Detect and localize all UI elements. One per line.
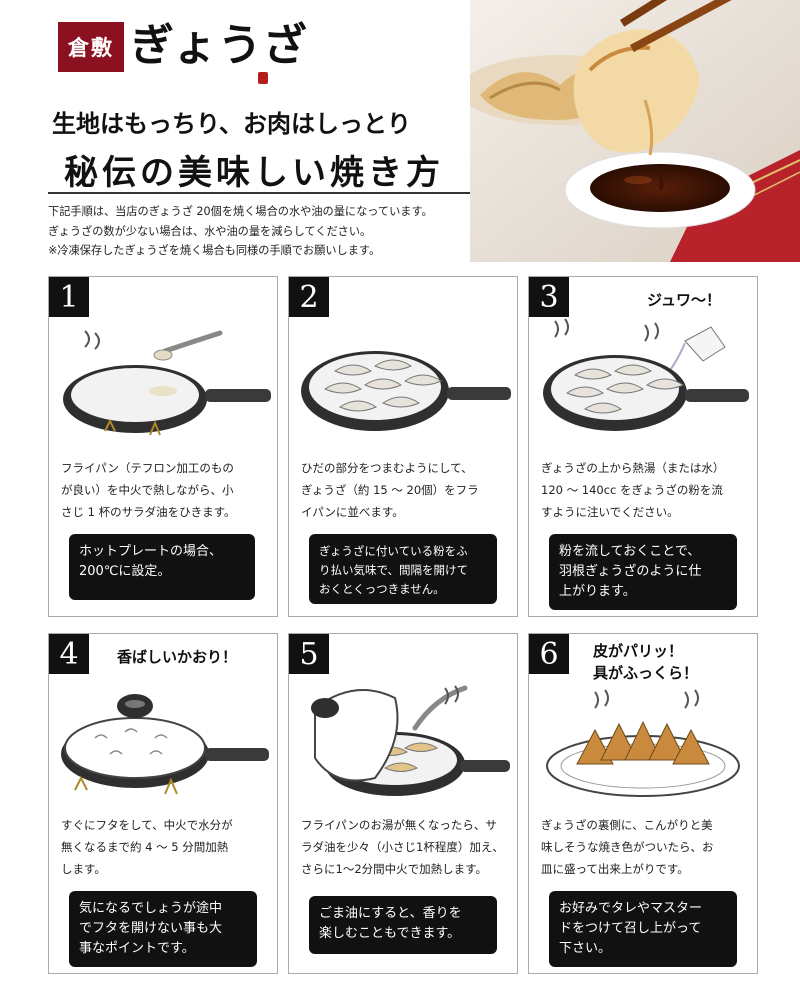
gyoza-photo [470,0,800,262]
desc-line: ひだの部分をつまむようにして、 [301,461,473,475]
desc-line: イパンに並べます。 [301,505,404,519]
lifting-lid-illustration [311,685,510,796]
desc-line: ぎょうざの上から熱湯（または水） [541,461,725,475]
desc-line: 味しそうな焼き色がついたら、お [541,840,714,854]
frying-pan-oil-illustration [63,330,271,436]
intro-line: 下記手順は、当店のぎょうざ 20個を焼く場合の水や油の量になっています。 [48,205,433,218]
desc-line: 皿に盛って出来上がりです。 [541,862,689,876]
step-description: ぎょうざの上から熱湯（または水） 120 〜 140cc をぎょうざの粉を流 す… [541,457,747,523]
step-card-2: 2 ひだの部分をつまむようにして、 ぎょうざ（約 15 〜 20個）をフラ イパ… [288,276,518,617]
intro-line: ぎょうざの数が少ない場合は、水や油の量を減らしてください。 [48,224,372,238]
step-number: 6 [529,634,569,674]
tip-line: 200℃に設定。 [79,564,171,579]
desc-line: フライパンのお湯が無くなったら、サ [301,818,497,832]
desc-line: 無くなるまで約 4 〜 5 分間加熱 [61,840,229,854]
desc-line: すぐにフタをして、中火で水分が [61,818,233,832]
step-description: フライパン（テフロン加工のもの が良い）を中火で熱しながら、小 さじ 1 杯のサ… [61,457,267,523]
tip-line: 事なポイントです。 [79,941,195,956]
desc-line: ぎょうざの裏側に、こんがりと美 [541,818,713,832]
page-title: 秘伝の美味しい焼き方 [64,153,444,193]
tip-line: り払い気味で、間隔を開けて [319,563,469,577]
step-number: 1 [49,277,89,317]
tip-line: 下さい。 [559,941,612,956]
step-description: フライパンのお湯が無くなったら、サ ラダ油を少々（小さじ1杯程度）加え、 さらに… [301,814,507,880]
brand-name: ぎょうざ [130,20,308,71]
title-divider [48,192,470,194]
brand-seal-icon [258,72,268,84]
desc-line: さらに1〜2分間中火で加熱します。 [301,862,487,876]
tip-line: ホットプレートの場合、 [79,544,223,559]
tip-line: ごま油にすると、香りを [319,906,462,921]
plated-gyoza-illustration [546,689,740,797]
gyoza-in-pan-illustration [301,351,511,431]
step-description: すぐにフタをして、中火で水分が 無くなるまで約 4 〜 5 分間加熱 します。 [61,814,267,880]
brand-badge: 倉敷 [58,22,124,72]
tip-line: 気になるでしょうが途中 [79,901,223,916]
desc-line: ラダ油を少々（小さじ1杯程度）加え、 [301,840,504,854]
step-exclamation: 皮がパリッ！ 具がふっくら！ [593,642,699,682]
step-card-6: 6 皮がパリッ！ 具がふっくら！ ぎょうざの裏側に、こんがりと美 味しそうな焼き… [528,633,758,974]
step-tip: ホットプレートの場合、 200℃に設定。 [69,534,255,600]
desc-line: フライパン（テフロン加工のもの [61,461,234,475]
step-card-4: 4 香ばしいかおり！ すぐにフタをして、中火で水分が 無くなるまで約 4 〜 5… [48,633,278,974]
intro-text: 下記手順は、当店のぎょうざ 20個を焼く場合の水や油の量になっています。 ぎょう… [48,202,488,261]
desc-line: すように注いでください。 [541,505,679,519]
step-exclamation: 香ばしいかおり！ [117,648,238,666]
step-tip: ぎょうざに付いている粉をふ り払い気味で、間隔を開けて おくとくっつきません。 [309,534,497,604]
intro-line: ※冷凍保存したぎょうざを焼く場合も同様の手順でお願いします。 [48,244,381,257]
step-tip: 気になるでしょうが途中 でフタを開けない事も大 事なポイントです。 [69,891,257,967]
step-number: 5 [289,634,329,674]
tip-line: 楽しむこともできます。 [319,926,461,941]
tip-line: 上がります。 [559,584,636,599]
step-description: ひだの部分をつまむようにして、 ぎょうざ（約 15 〜 20個）をフラ イパンに… [301,457,507,523]
headline: 生地はもっちり、お肉はしっとり [52,109,412,138]
step-tip: ごま油にすると、香りを 楽しむこともできます。 [309,896,497,954]
tip-line: 羽根ぎょうざのように仕 [559,564,702,579]
desc-line: 120 〜 140cc をぎょうざの粉を流 [541,483,723,497]
step-number: 4 [49,634,89,674]
desc-line: さじ 1 杯のサラダ油をひきます。 [61,505,236,519]
step-tip: お好みでタレやマスター ドをつけて召し上がって 下さい。 [549,891,737,967]
pouring-water-illustration [543,318,749,431]
tip-line: 粉を流しておくことで、 [559,544,701,559]
step-number: 3 [529,277,569,317]
tip-line: でフタを開けない事も大 [79,921,223,936]
tip-line: ドをつけて召し上がって [559,921,702,936]
step-card-1: 1 フライパン（テフロン加工のもの が良い）を中火で熱しながら、小 さじ 1 杯… [48,276,278,617]
step-exclamation: ジュワ〜！ [647,291,721,309]
step-card-5: 5 フライパンのお湯が無くなったら、サ ラダ油を少々（小さじ1杯程度）加え、 さ… [288,633,518,974]
desc-line: ぎょうざ（約 15 〜 20個）をフラ [301,483,479,497]
step-number: 2 [289,277,329,317]
step-tip: 粉を流しておくことで、 羽根ぎょうざのように仕 上がります。 [549,534,737,610]
step-description: ぎょうざの裏側に、こんがりと美 味しそうな焼き色がついたら、お 皿に盛って出来上… [541,814,747,880]
tip-line: お好みでタレやマスター [559,901,703,916]
step-card-3: 3 ジュワ〜！ ぎょうざの上から熱湯（または水） 120 〜 140cc をぎょ… [528,276,758,617]
tip-line: ぎょうざに付いている粉をふ [319,544,468,558]
covered-pan-illustration [61,694,269,795]
tip-line: おくとくっつきません。 [319,582,445,596]
desc-line: が良い）を中火で熱しながら、小 [61,483,234,497]
desc-line: します。 [61,862,106,876]
